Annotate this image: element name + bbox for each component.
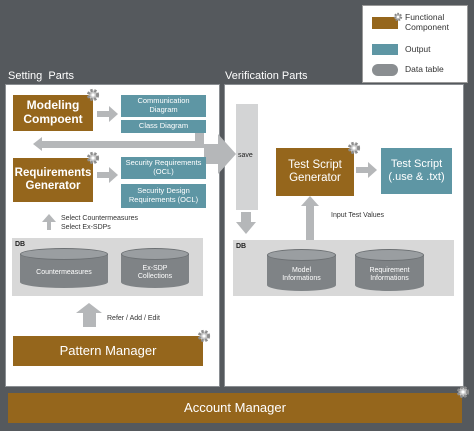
ex-sdp-collections-label: Ex-SDP Collections [137, 264, 173, 280]
legend-functional-swatch [372, 17, 398, 29]
requirement-informations-label: Requirement Informations [369, 266, 410, 282]
legend-output-label: Output [405, 44, 431, 54]
class-diagram-output[interactable]: Class Diagram [121, 120, 206, 133]
setting-db-label: DB [15, 241, 26, 248]
countermeasures-label: Countermeasures [36, 268, 92, 276]
pattern-manager[interactable]: Pattern Manager [13, 336, 203, 366]
legend-functional-label: Functional Component [405, 12, 449, 32]
security-design-requirements-output[interactable]: Security Design Requirements (OCL) [121, 184, 206, 208]
select-countermeasures-note: Select Countermeasures Select Ex-SDPs [61, 215, 139, 232]
verification-db-label: DB [236, 243, 247, 250]
modeling-component[interactable]: Modeling Compoent [13, 95, 93, 131]
save-bar [236, 104, 258, 210]
legend-output-swatch [372, 44, 398, 55]
countermeasures-table[interactable]: Countermeasures [20, 248, 108, 288]
requirements-generator[interactable]: Requirements Generator [13, 158, 93, 202]
input-test-values-note: Input Test Values [331, 212, 385, 219]
test-script-generator[interactable]: Test Script Generator [276, 148, 354, 196]
gear-icon [393, 12, 403, 22]
gear-icon [456, 385, 470, 399]
gear-icon [347, 141, 361, 155]
communication-diagram-output[interactable]: Communication Diagram [121, 95, 206, 117]
refer-add-edit-note: Refer / Add / Edit [107, 315, 160, 322]
gear-icon [86, 88, 100, 102]
legend-datatable-swatch [372, 64, 398, 76]
verification-parts-panel [224, 84, 464, 387]
model-informations-label: Model Informations [282, 266, 321, 282]
security-requirements-output[interactable]: Security Requirements (OCL) [121, 157, 206, 179]
legend: Functional Component Output Data table [362, 5, 468, 83]
test-script-output[interactable]: Test Script (.use & .txt) [381, 148, 452, 194]
model-informations-table[interactable]: Model Informations [267, 249, 336, 291]
gear-icon [86, 151, 100, 165]
account-manager[interactable]: Account Manager [8, 393, 462, 423]
requirement-informations-table[interactable]: Requirement Informations [355, 249, 424, 291]
ex-sdp-collections-table[interactable]: Ex-SDP Collections [121, 248, 189, 288]
verification-parts-title: Verification Parts [225, 70, 308, 82]
legend-datatable-label: Data table [405, 64, 444, 74]
save-label: save [238, 152, 253, 159]
gear-icon [197, 329, 211, 343]
setting-parts-title: Setting Parts [8, 70, 75, 82]
